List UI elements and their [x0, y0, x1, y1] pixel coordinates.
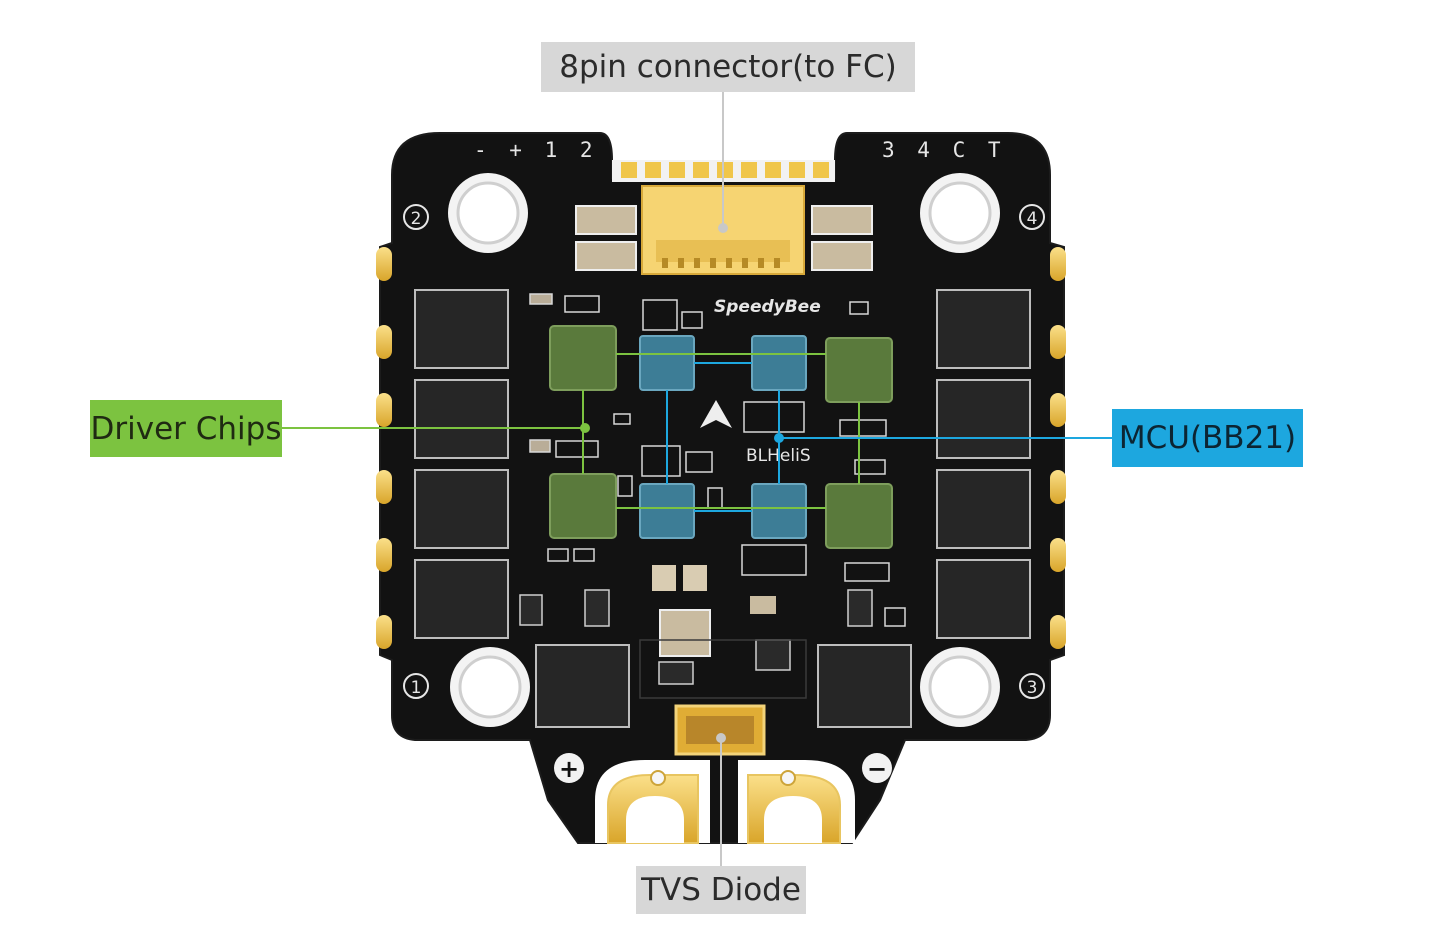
battery-pad-positive [595, 760, 710, 844]
mcu-dot [774, 433, 784, 443]
hole-number-2: 2 [411, 209, 422, 229]
plus-symbol: + [559, 755, 579, 783]
driver-chips-dot [580, 423, 590, 433]
minus-icon: − [862, 753, 892, 783]
pin-label-right: 3 4 C T [882, 138, 1006, 162]
mount-hole-2 [448, 173, 528, 253]
side-pads-right [1050, 247, 1066, 649]
callout-8pin-connector: 8pin connector(to FC) [541, 42, 915, 92]
tvs-dot [716, 733, 726, 743]
hole-number-3: 3 [1027, 678, 1038, 698]
capacitors-top [575, 205, 873, 271]
side-pads-left [376, 247, 392, 649]
mosfets [414, 289, 1031, 728]
driver-chips [549, 325, 893, 549]
battery-pad-negative [738, 760, 855, 844]
hole-number-1: 1 [411, 678, 422, 698]
pin-label-left: - + 1 2 [474, 138, 598, 162]
mount-hole-1 [450, 647, 530, 727]
power-section [519, 565, 873, 699]
connector-dot [718, 223, 728, 233]
mount-hole-3 [920, 647, 1000, 727]
small-components [529, 293, 906, 627]
hole-number-4: 4 [1027, 209, 1038, 229]
callout-driver-chips: Driver Chips [90, 400, 282, 457]
callout-mcu: MCU(BB21) [1112, 409, 1303, 467]
callout-tvs-diode: TVS Diode [636, 866, 806, 914]
plus-icon: + [554, 753, 584, 783]
minus-symbol: − [867, 755, 887, 783]
mount-hole-4 [920, 173, 1000, 253]
arrow-icon [700, 400, 732, 428]
driver-chip-traces [282, 353, 860, 509]
brand-logo: SpeedyBee [714, 297, 821, 317]
